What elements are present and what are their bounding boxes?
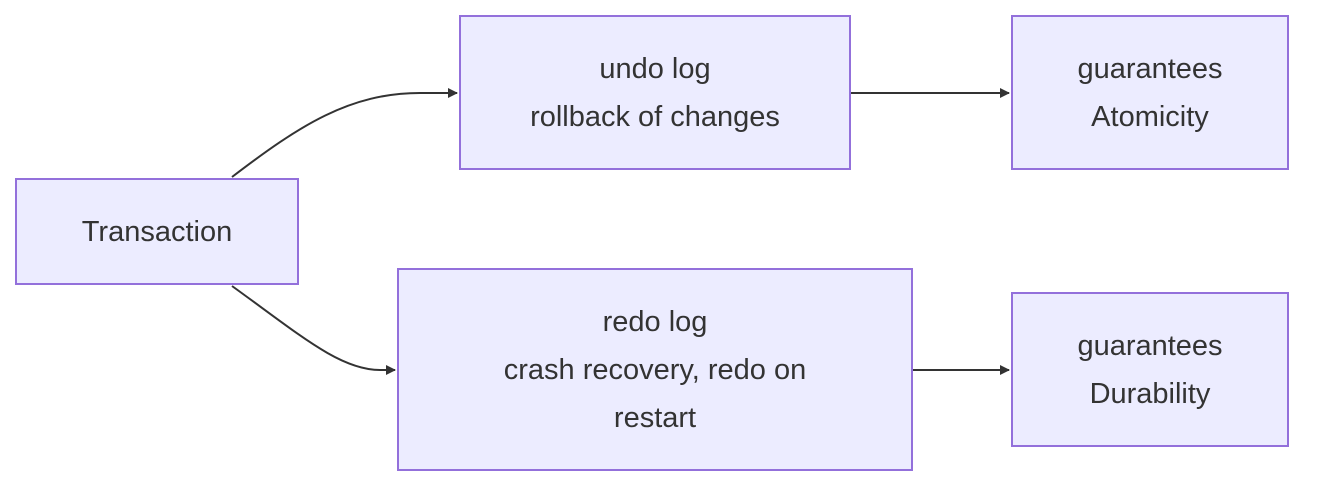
node-undo-log-title: undo log [599,52,711,85]
edge-transaction-to-undo-log [231,88,458,178]
node-transaction-label: Transaction [81,215,233,248]
node-atomicity-title: guarantees [1077,52,1223,85]
edge-transaction-to-redo-log [231,285,396,375]
node-atomicity-description: Atomicity [1091,100,1209,133]
node-transaction: Transaction [15,178,299,285]
node-atomicity: guarantees Atomicity [1011,15,1289,170]
node-durability-title: guarantees [1077,329,1223,362]
node-undo-log-description: rollback of changes [530,100,780,133]
node-undo-log: undo log rollback of changes [459,15,851,170]
node-redo-log-description: crash recovery, redo on restart [503,353,807,434]
node-durability: guarantees Durability [1011,292,1289,447]
node-redo-log-title: redo log [602,305,708,338]
node-durability-description: Durability [1089,377,1211,410]
node-redo-log: redo log crash recovery, redo on restart [397,268,913,471]
